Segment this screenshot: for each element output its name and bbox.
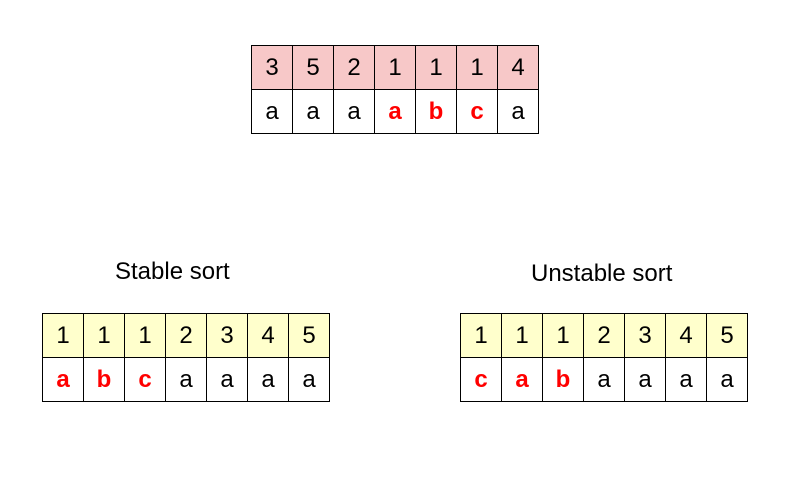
key-cell: 2 (583, 313, 625, 358)
label-cell: a (206, 357, 248, 402)
key-cell: 3 (206, 313, 248, 358)
key-cell: 1 (415, 45, 457, 90)
label-cell: c (460, 357, 502, 402)
key-cell: 5 (706, 313, 748, 358)
key-cell: 2 (333, 45, 375, 90)
key-cell: 4 (247, 313, 289, 358)
key-cell: 1 (456, 45, 498, 90)
key-cell: 3 (624, 313, 666, 358)
label-cell: a (251, 89, 293, 134)
label-cell: a (42, 357, 84, 402)
key-cell: 4 (497, 45, 539, 90)
key-cell: 5 (292, 45, 334, 90)
key-cell: 1 (83, 313, 125, 358)
label-cell: a (165, 357, 207, 402)
key-cell: 1 (542, 313, 584, 358)
key-cell: 1 (501, 313, 543, 358)
label-cell: c (456, 89, 498, 134)
label-cell: a (288, 357, 330, 402)
label-cell: a (292, 89, 334, 134)
label-cell: a (706, 357, 748, 402)
key-cell: 1 (460, 313, 502, 358)
label-cell: a (247, 357, 289, 402)
label-cell: b (542, 357, 584, 402)
label-cell: b (83, 357, 125, 402)
label-cell: a (374, 89, 416, 134)
label-cell: a (583, 357, 625, 402)
key-cell: 1 (42, 313, 84, 358)
key-cell: 5 (288, 313, 330, 358)
label-cell: a (501, 357, 543, 402)
label-cell: c (124, 357, 166, 402)
label-cell: a (665, 357, 707, 402)
key-cell: 4 (665, 313, 707, 358)
stable-sort-caption: Stable sort (115, 258, 230, 285)
unstable-sort-caption: Unstable sort (531, 260, 673, 287)
key-cell: 1 (124, 313, 166, 358)
key-cell: 1 (374, 45, 416, 90)
key-cell: 3 (251, 45, 293, 90)
label-cell: a (333, 89, 375, 134)
label-cell: a (497, 89, 539, 134)
label-cell: b (415, 89, 457, 134)
key-cell: 2 (165, 313, 207, 358)
label-cell: a (624, 357, 666, 402)
